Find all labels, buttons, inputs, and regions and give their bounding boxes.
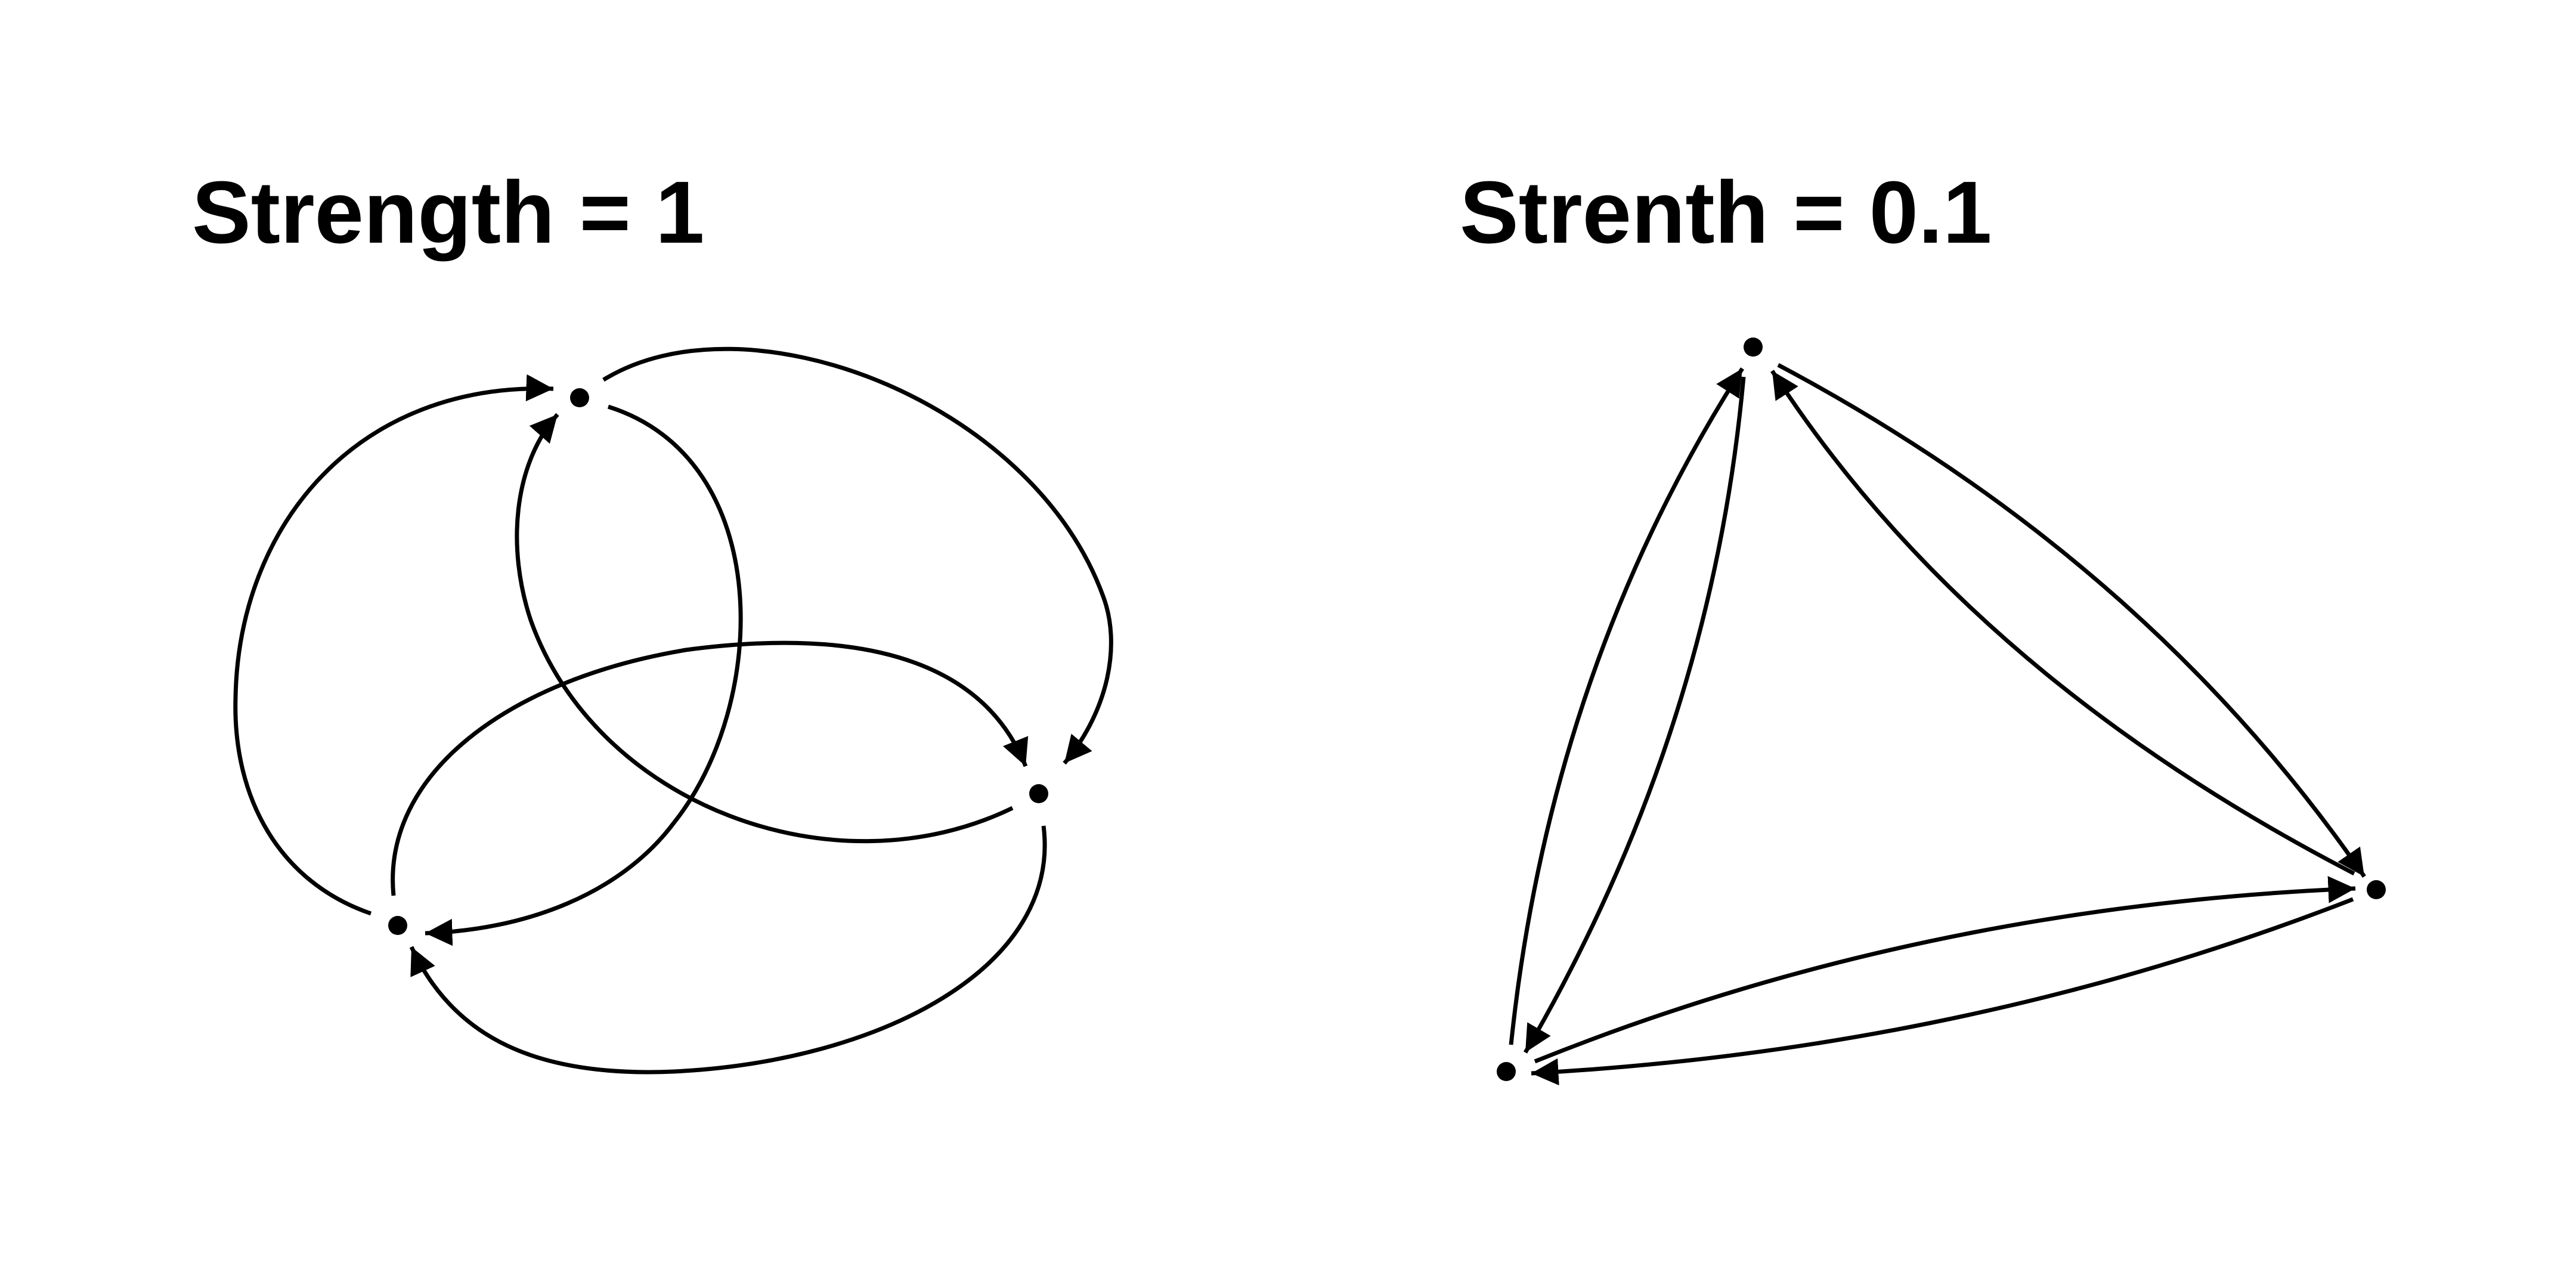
node-right <box>2367 880 2386 899</box>
node-top <box>1744 338 1763 357</box>
node-right <box>1029 784 1048 803</box>
edge-top-to-bottom-left <box>425 404 743 946</box>
edge-right-to-bottom-left <box>1531 897 2354 1086</box>
edge-bottom-left-to-right <box>1534 876 2356 1064</box>
edge-bottom-left-to-right <box>391 640 1029 896</box>
edge-top-to-right <box>1777 363 2366 878</box>
node-bottom-left <box>1497 1062 1516 1081</box>
panel-strength-0-1-graph <box>1497 338 2386 1086</box>
edge-bottom-left-to-top <box>233 374 554 916</box>
edge-top-to-bottom-left <box>1523 376 1746 1054</box>
panel-strength-1-graph <box>233 346 1113 1075</box>
node-top <box>570 388 589 407</box>
edge-right-to-bottom-left <box>409 825 1047 1075</box>
node-bottom-left <box>388 916 407 935</box>
panel-title-strength-1: Strength = 1 <box>192 163 704 262</box>
panel-title-strength-0-1: Strenth = 0.1 <box>1460 163 1992 262</box>
edge-right-to-top <box>1770 370 2355 876</box>
edge-bottom-left-to-top <box>1509 367 1744 1045</box>
edge-top-to-right <box>602 346 1113 765</box>
edge-right-to-top <box>515 413 1014 844</box>
